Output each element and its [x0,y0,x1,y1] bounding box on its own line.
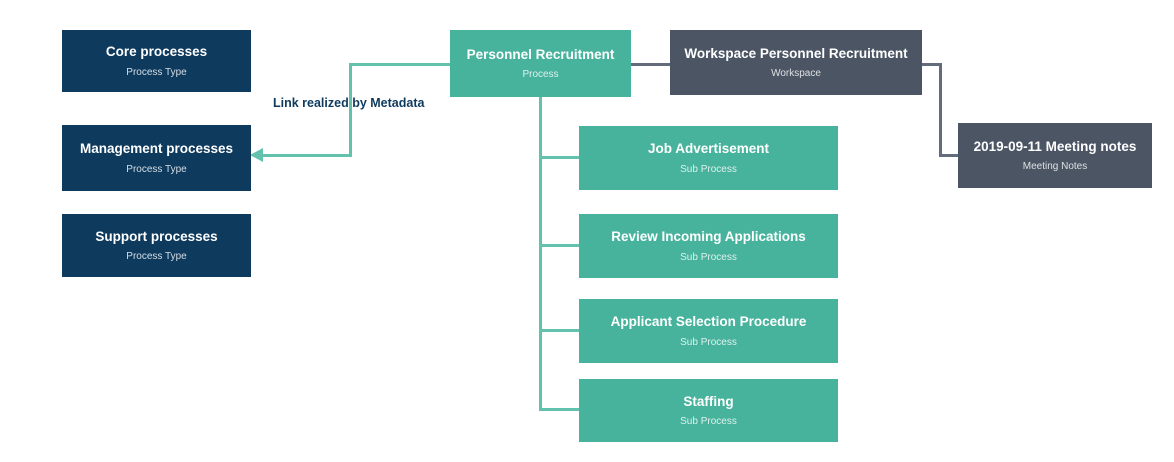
node-type-label: Meeting Notes [1022,161,1088,173]
node-staffing[interactable]: Staffing Sub Process [579,379,838,442]
meeting-link-segment-bottom [939,154,958,157]
node-personnel-recruitment[interactable]: Personnel Recruitment Process [450,30,631,97]
node-title: 2019-09-11 Meeting notes [973,138,1137,154]
node-type-label: Sub Process [680,251,737,263]
node-title: Support processes [95,228,218,244]
node-title: Review Incoming Applications [611,229,806,245]
meeting-link-segment-vertical [939,63,942,157]
branch-applicant-selection [539,329,579,332]
node-type-label: Process Type [126,251,187,263]
edge-label-metadata: Link realized by Metadata [273,96,425,110]
branch-job-advertisement [539,156,579,159]
metadata-link-segment-top [351,63,450,66]
workspace-link [631,63,670,66]
node-type-label: Sub Process [680,336,737,348]
meeting-link-segment-top [922,63,942,66]
branch-review-applications [539,244,579,247]
node-title: Staffing [683,393,734,409]
node-type-label: Process Type [126,163,187,175]
node-support-processes[interactable]: Support processes Process Type [62,214,251,277]
node-applicant-selection-procedure[interactable]: Applicant Selection Procedure Sub Proces… [579,299,838,363]
subprocess-tree-trunk [539,97,542,411]
node-review-incoming-applications[interactable]: Review Incoming Applications Sub Process [579,214,838,278]
node-title: Job Advertisement [647,141,770,157]
node-job-advertisement[interactable]: Job Advertisement Sub Process [579,126,838,190]
node-core-processes[interactable]: Core processes Process Type [62,30,251,92]
node-type-label: Workspace [771,68,821,80]
node-type-label: Process Type [126,66,187,78]
node-title: Applicant Selection Procedure [610,314,807,330]
node-title: Management processes [79,141,234,157]
metadata-link-segment-vertical [349,63,352,157]
node-type-label: Sub Process [680,416,737,428]
node-management-processes[interactable]: Management processes Process Type [62,125,251,191]
metadata-link-arrowhead-icon [250,148,263,162]
branch-staffing [539,408,579,411]
node-type-label: Sub Process [680,163,737,175]
node-title: Core processes [105,44,208,60]
node-title: Personnel Recruitment [466,46,615,62]
node-type-label: Process [522,69,559,81]
metadata-link-segment-bottom [262,154,350,157]
node-workspace-personnel-recruitment[interactable]: Workspace Personnel Recruitment Workspac… [670,30,922,95]
node-title: Workspace Personnel Recruitment [684,45,908,61]
node-meeting-notes[interactable]: 2019-09-11 Meeting notes Meeting Notes [958,123,1152,188]
